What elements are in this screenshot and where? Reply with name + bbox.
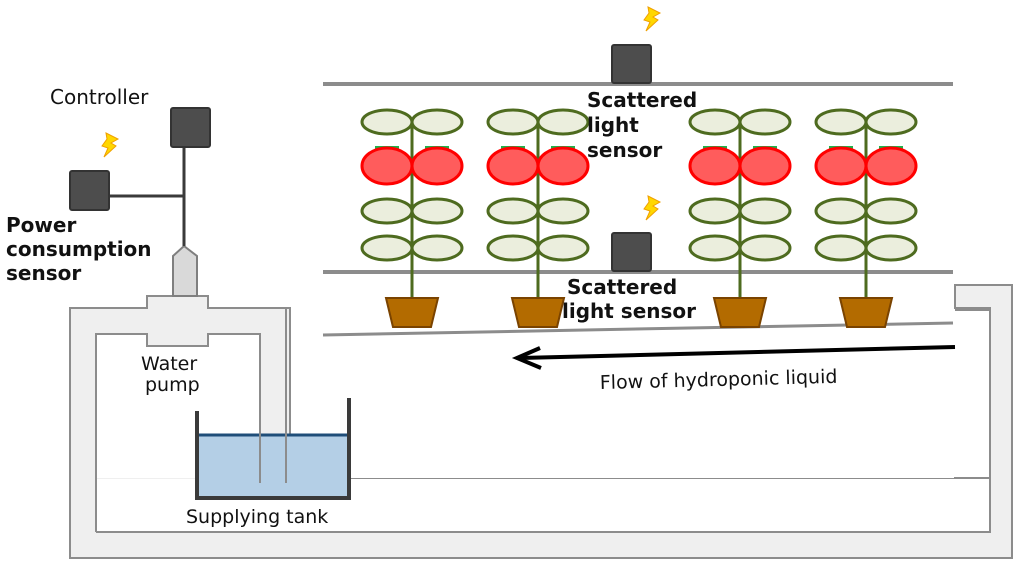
- tomato: [864, 146, 918, 186]
- leaf: [486, 197, 540, 225]
- control-wiring: [109, 148, 186, 246]
- water-pump-label-1: Water: [141, 353, 197, 375]
- leaf: [486, 234, 540, 262]
- leaf: [814, 234, 868, 262]
- leaf: [536, 234, 590, 262]
- supplying-tank-label: Supplying tank: [186, 506, 328, 528]
- pot: [712, 297, 768, 328]
- power-consumption-sensor-box: [69, 170, 110, 211]
- leaf: [738, 234, 792, 262]
- plant-3: [688, 108, 792, 328]
- leaf: [864, 108, 918, 136]
- leaf: [360, 197, 414, 225]
- tomato: [360, 146, 414, 186]
- power-sensor-label-1: Power: [6, 213, 76, 237]
- leaf: [688, 197, 742, 225]
- leaf: [814, 197, 868, 225]
- controller-label: Controller: [50, 85, 149, 109]
- lightning-icon: [643, 195, 661, 221]
- pot: [838, 297, 894, 328]
- scattered-sensor-bottom-label-2: light sensor: [562, 299, 696, 323]
- water-pump-label-2: pump: [145, 374, 200, 396]
- scattered-light-sensor-top-box: [611, 44, 652, 84]
- tomato: [486, 146, 540, 186]
- scattered-sensor-bottom-label-1: Scattered: [567, 275, 677, 299]
- supplying-tank: [195, 308, 351, 500]
- plant-2: [486, 108, 590, 328]
- tomato: [688, 146, 742, 186]
- leaf: [738, 108, 792, 136]
- tomato: [410, 146, 464, 186]
- pot: [510, 297, 566, 328]
- flow-arrow: [511, 345, 956, 370]
- plant-4: [814, 108, 918, 328]
- lightning-icon: [643, 6, 661, 32]
- scattered-light-sensor-bottom-box: [611, 232, 652, 272]
- leaf: [410, 108, 464, 136]
- power-sensor-label-3: sensor: [6, 261, 81, 285]
- tomato: [738, 146, 792, 186]
- scattered-sensor-top-label-1: Scattered: [587, 88, 697, 112]
- leaf: [486, 108, 540, 136]
- tomato: [814, 146, 868, 186]
- leaf: [360, 108, 414, 136]
- leaf: [864, 234, 918, 262]
- leaf: [536, 197, 590, 225]
- leaf: [864, 197, 918, 225]
- leaf: [688, 234, 742, 262]
- scattered-sensor-top-label-2: light: [587, 113, 639, 137]
- power-sensor-label-2: consumption: [6, 237, 152, 261]
- plants-group: [360, 108, 918, 328]
- leaf: [410, 234, 464, 262]
- leaf: [814, 108, 868, 136]
- leaf: [410, 197, 464, 225]
- tomato: [536, 146, 590, 186]
- leaf: [360, 234, 414, 262]
- leaf: [536, 108, 590, 136]
- plant-1: [360, 108, 464, 328]
- pot: [384, 297, 440, 328]
- lightning-icon: [101, 132, 119, 158]
- leaf: [738, 197, 792, 225]
- scattered-sensor-top-label-3: sensor: [587, 138, 662, 162]
- controller-box: [170, 107, 211, 148]
- leaf: [688, 108, 742, 136]
- water-pump: [172, 244, 198, 297]
